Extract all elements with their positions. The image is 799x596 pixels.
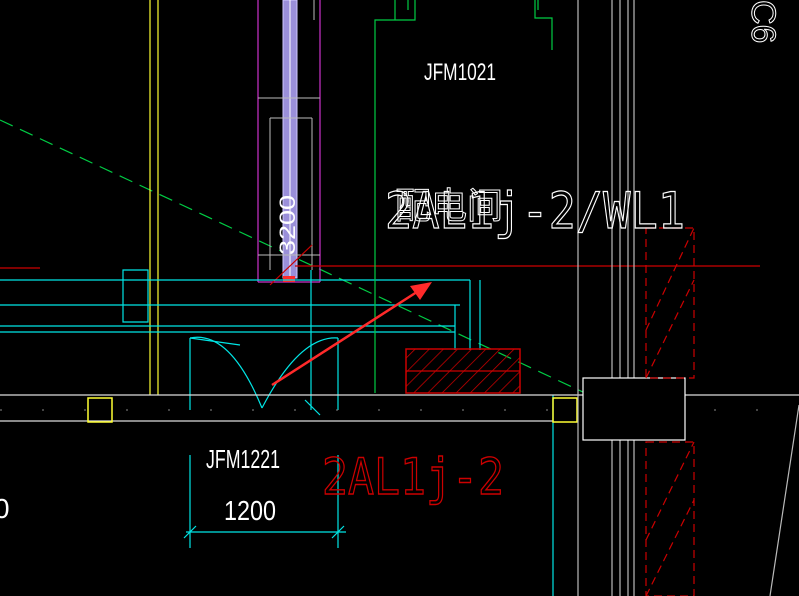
pipe-ticks: [258, 0, 320, 270]
edge-label-left: 0: [0, 493, 10, 524]
green-room-lines: [374, 0, 553, 393]
door-swing: [189, 336, 339, 410]
pipe-red-cut: [269, 244, 313, 286]
door-label-bottom: JFM1221: [206, 444, 280, 474]
pipe-red-base: [283, 276, 295, 282]
yellow-wall-lines: [149, 0, 159, 395]
cyan-horizontal-lines: [0, 269, 481, 350]
door-label-top: JFM1021: [424, 59, 496, 86]
dimension-label-bottom: 1200: [224, 495, 276, 526]
cyan-verticals: [304, 270, 554, 596]
yellow-column-marker-left: [87, 397, 113, 423]
yellow-column-marker-right: [552, 397, 578, 423]
circuit-label-lower: 2AL1j-2: [322, 448, 504, 506]
right-wall-lines: [577, 0, 799, 596]
dimension-1200: [183, 455, 346, 548]
edge-label-right-top: C6: [744, 0, 782, 43]
green-dashed-diagonal: [0, 119, 586, 394]
right-column-box: [582, 377, 686, 441]
dimension-label-vertical: 3200: [275, 195, 300, 255]
red-dashed-columns: [645, 227, 695, 596]
circuit-label-upper: 2AL1j-2/WL1: [385, 182, 685, 240]
room-title: 配电间: [395, 185, 503, 226]
annotation-arrow: [271, 282, 432, 387]
